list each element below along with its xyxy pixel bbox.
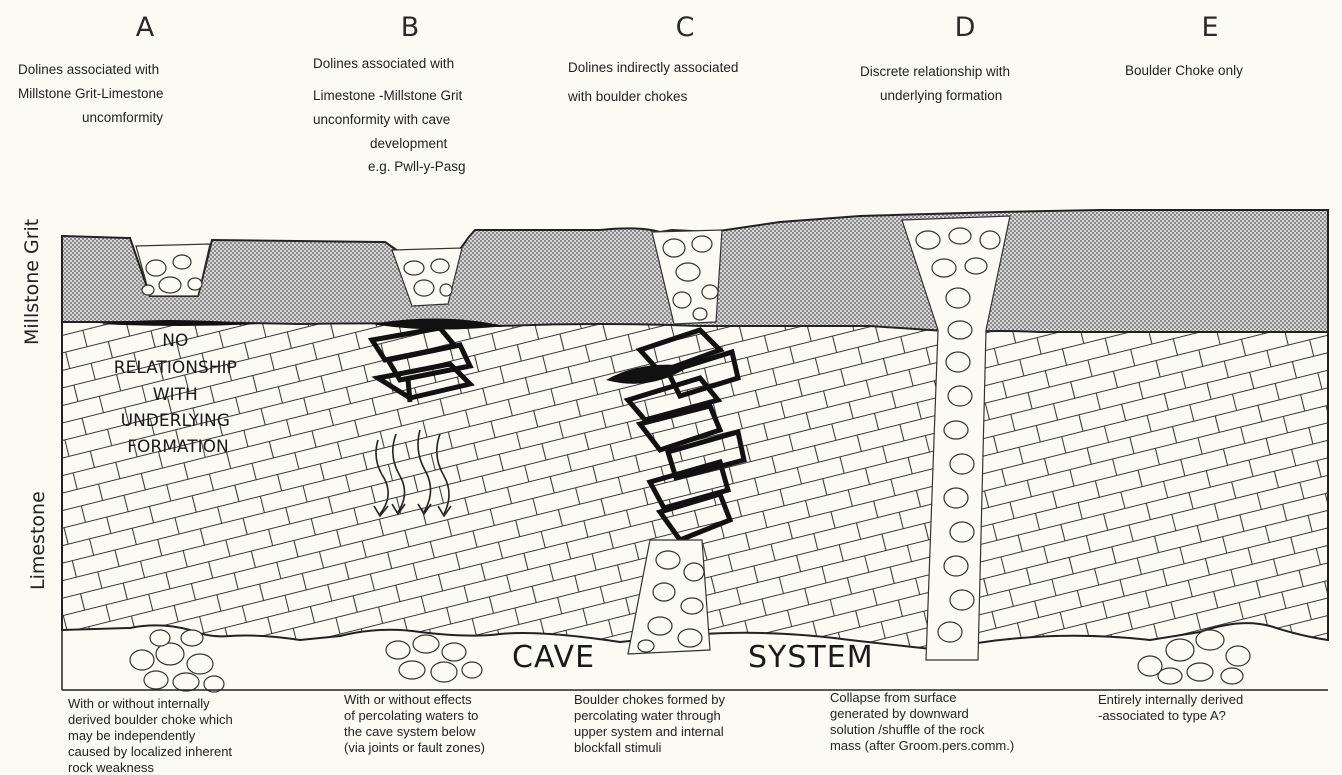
caption-b-line: the cave system below [344,724,476,739]
heading-c-line: Dolines indirectly associated [568,60,738,75]
column-letter-d: D [955,12,976,43]
caption-a-line: derived boulder choke which [68,712,233,727]
annotation-line: NO [162,331,188,351]
column-letter-a: A [136,12,155,43]
heading-b-line: e.g. Pwll-y-Pasg [368,159,466,174]
caption-d: Collapse from surface generated by downw… [830,690,1014,753]
caption-b-line: of percolating waters to [344,708,478,723]
caption-b: With or without effects of percolating w… [344,692,485,755]
cave-label-1: CAVE [512,640,595,675]
caption-d-line: generated by downward [830,706,969,721]
heading-d-line: underlying formation [880,88,1002,103]
caption-c-line: upper system and internal [574,724,724,739]
heading-b-line: development [370,136,448,151]
doline-a-boulders [136,244,210,296]
caption-b-line: With or without effects [344,692,472,707]
caption-a: With or without internally derived bould… [68,696,236,775]
heading-e: Boulder Choke only [1125,63,1243,78]
heading-b-line: Limestone -Millstone Grit [313,88,463,103]
heading-a-line: Dolines associated with [18,62,159,77]
heading-e-line: Boulder Choke only [1125,63,1243,78]
caption-c: Boulder chokes formed by percolating wat… [574,692,729,755]
stratum-label-limestone: Limestone [27,491,49,590]
annotation-line: FORMATION [127,437,228,457]
caption-a-line: rock weakness [68,760,154,775]
heading-a: Dolines associated with Millstone Grit-L… [18,62,167,125]
caption-e: Entirely internally derived -associated … [1098,692,1247,723]
caption-e-line: Entirely internally derived [1098,692,1243,707]
annotation-line: WITH [153,385,198,405]
caption-c-line: blockfall stimuli [574,740,662,755]
caption-c-line: percolating water through [574,708,721,723]
column-letter-e: E [1201,12,1218,43]
heading-b: Dolines associated with Limestone -Mills… [313,56,466,174]
caption-d-line: Collapse from surface [830,690,956,705]
caption-a-line: may be independently [68,728,196,743]
heading-c-line: with boulder chokes [567,89,688,104]
caption-a-line: caused by localized inherent [68,744,232,759]
boulder-choke-b [386,635,482,682]
caption-d-line: solution /shuffle of the rock [830,722,985,737]
annotation-line: UNDERLYING [121,411,230,431]
caption-a-line: With or without internally [68,696,210,711]
column-letter-b: B [401,12,420,43]
heading-d-line: Discrete relationship with [860,64,1010,79]
heading-b-line: unconformity with cave [313,112,450,127]
caption-d-line: mass (after Groom.pers.comm.) [830,738,1014,753]
heading-a-line: uncomformity [82,110,163,125]
heading-c: Dolines indirectly associated with bould… [567,60,742,104]
heading-d: Discrete relationship with underlying fo… [860,64,1014,103]
caption-e-line: -associated to type A? [1098,708,1226,723]
heading-b-line: Dolines associated with [313,56,454,71]
heading-a-line: Millstone Grit-Limestone [18,86,164,101]
cave-label-2: SYSTEM [748,640,874,675]
stratum-label-millstone-grit: Millstone Grit [21,219,43,345]
annotation-line: RELATIONSHIP [114,358,237,378]
boulder-choke-a [130,630,224,692]
caption-b-line: (via joints or fault zones) [344,740,485,755]
caption-c-line: Boulder chokes formed by [574,692,726,707]
column-letter-c: C [676,12,695,43]
